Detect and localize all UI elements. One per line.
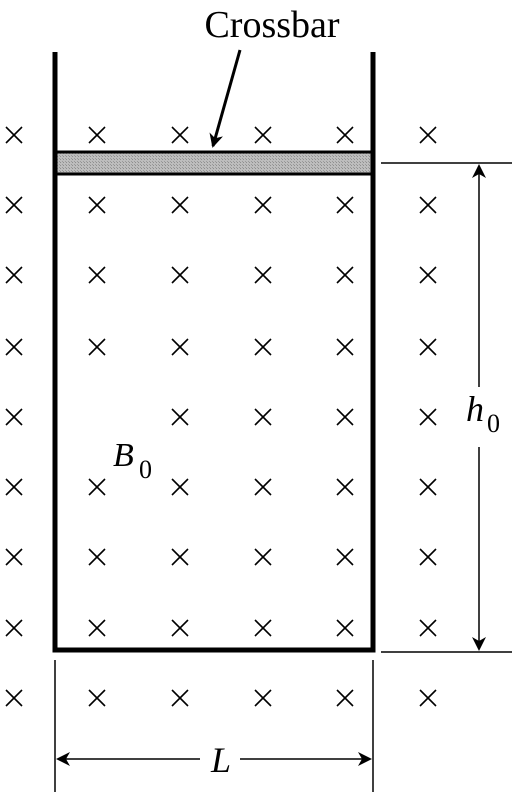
cross-icon [254, 619, 272, 637]
cross-icon [171, 266, 189, 284]
cross-icon [336, 408, 354, 426]
cross-icon [5, 126, 23, 144]
cross-icon [419, 338, 437, 356]
cross-icon [419, 548, 437, 566]
cross-icon [254, 196, 272, 214]
cross-icon [88, 126, 106, 144]
cross-icon [5, 478, 23, 496]
cross-icon [419, 196, 437, 214]
cross-icon [419, 126, 437, 144]
cross-icon [336, 689, 354, 707]
cross-icon [254, 338, 272, 356]
crossbar-pointer-arrow [209, 49, 242, 148]
cross-icon [5, 548, 23, 566]
cross-icon [171, 478, 189, 496]
cross-icon [171, 689, 189, 707]
cross-icon [254, 126, 272, 144]
height-label: h [466, 389, 484, 429]
cross-icon [171, 126, 189, 144]
cross-icon [336, 338, 354, 356]
cross-icon [5, 619, 23, 637]
cross-icon [88, 548, 106, 566]
cross-icon [88, 338, 106, 356]
cross-icon [336, 266, 354, 284]
height-subscript: 0 [487, 409, 500, 438]
field-subscript: 0 [139, 455, 152, 484]
cross-icon [419, 266, 437, 284]
crossbar-label: Crossbar [204, 4, 339, 46]
cross-icon [171, 338, 189, 356]
cross-icon [171, 619, 189, 637]
length-label: L [210, 740, 231, 780]
field-label: B [113, 437, 134, 474]
cross-icon [254, 408, 272, 426]
cross-icon [254, 266, 272, 284]
height-symbol: h [466, 389, 484, 429]
cross-icon [88, 478, 106, 496]
cross-icon [419, 619, 437, 637]
crossbar [54, 150, 374, 176]
cross-icon [254, 689, 272, 707]
cross-icon [5, 408, 23, 426]
cross-icon [88, 619, 106, 637]
cross-icon [5, 689, 23, 707]
cross-icon [254, 548, 272, 566]
field-symbol: B [113, 437, 134, 474]
cross-icon [336, 548, 354, 566]
cross-icon [336, 478, 354, 496]
cross-icon [419, 478, 437, 496]
cross-icon [88, 196, 106, 214]
cross-icon [88, 266, 106, 284]
cross-icon [254, 478, 272, 496]
cross-icon [5, 266, 23, 284]
cross-icon [5, 338, 23, 356]
cross-icon [171, 408, 189, 426]
cross-icon [88, 689, 106, 707]
cross-icon [171, 548, 189, 566]
cross-icon [419, 408, 437, 426]
cross-icon [171, 196, 189, 214]
cross-icon [419, 689, 437, 707]
cross-icon [336, 196, 354, 214]
cross-icon [336, 619, 354, 637]
cross-icon [336, 126, 354, 144]
cross-icon [5, 196, 23, 214]
magnetic-field-markers [5, 126, 437, 707]
